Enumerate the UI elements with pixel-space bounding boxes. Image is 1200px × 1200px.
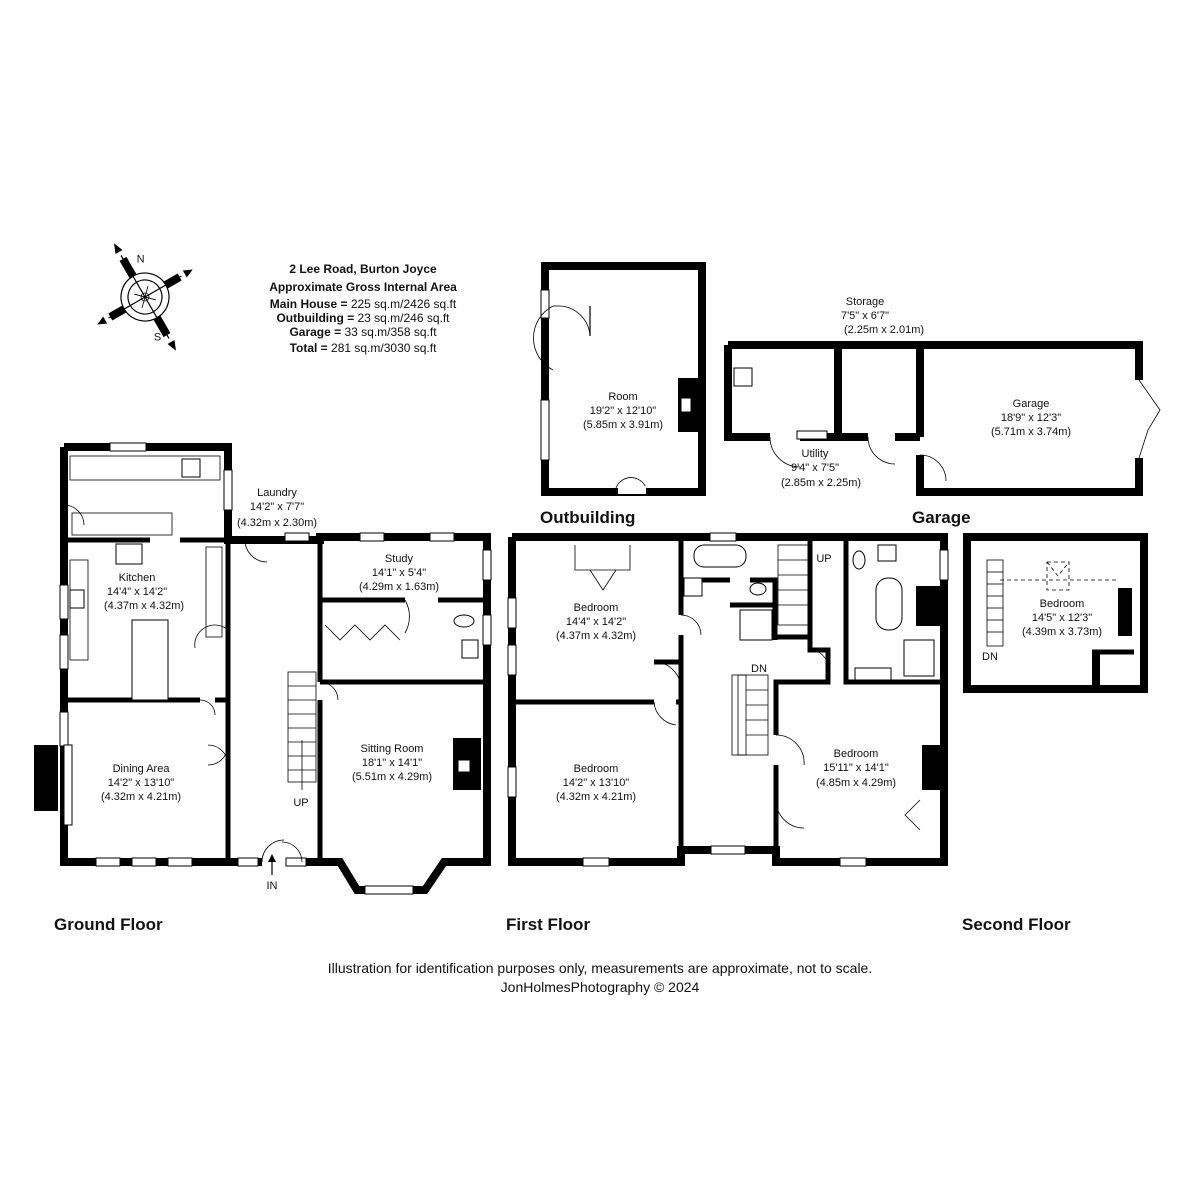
room-utility-size-metric: (2.85m x 2.25m) — [781, 477, 861, 489]
area-garage: Garage = 33 sq.m/358 sq.ft — [289, 325, 437, 339]
room-dining-name: Dining Area — [113, 763, 171, 775]
second-floor-heading: Second Floor — [962, 915, 1071, 934]
stairs-up-label: UP — [293, 797, 308, 809]
room-kitchen-size-metric: (4.37m x 4.32m) — [104, 600, 184, 612]
property-address: 2 Lee Road, Burton Joyce — [289, 262, 437, 276]
room-study-size-imperial: 14'1" x 5'4" — [372, 567, 426, 579]
ground-floor-plan — [34, 442, 492, 895]
room-storage-size-imperial: 7'5" x 6'7" — [841, 310, 889, 322]
room-bed3-name: Bedroom — [834, 748, 879, 760]
room-laundry-size-imperial: 14'2" x 7'7" — [250, 501, 304, 513]
room-storage-name: Storage — [846, 296, 885, 308]
room-bed4-size-metric: (4.39m x 3.73m) — [1022, 626, 1102, 638]
room-laundry-name: Laundry — [257, 487, 297, 499]
room-sitting-name: Sitting Room — [361, 743, 424, 755]
room-study-size-metric: (4.29m x 1.63m) — [359, 581, 439, 593]
area-summary: 2 Lee Road, Burton Joyce Approximate Gro… — [269, 262, 457, 355]
second-floor-plan — [963, 533, 1148, 693]
compass-north-label: N — [137, 254, 145, 266]
room-bed4-name: Bedroom — [1040, 598, 1085, 610]
room-bed4-size-imperial: 14'5" x 12'3" — [1032, 612, 1092, 624]
second-floor-stairs-down-label: DN — [982, 651, 998, 663]
room-bed2-size-imperial: 14'2" x 13'10" — [563, 777, 630, 789]
room-outbuilding-size-imperial: 19'2" x 12'10" — [590, 405, 657, 417]
room-dining-size-imperial: 14'2" x 13'10" — [108, 777, 175, 789]
garage-heading: Garage — [912, 508, 971, 527]
first-floor-stairs-down-label: DN — [751, 663, 767, 675]
area-main-house: Main House = 225 sq.m/2426 sq.ft — [270, 297, 457, 311]
room-bed1-name: Bedroom — [574, 602, 619, 614]
first-floor-plan — [507, 532, 949, 867]
area-subtitle: Approximate Gross Internal Area — [269, 280, 457, 294]
first-floor-stairs-up-label: UP — [816, 553, 831, 565]
outbuilding-plan — [533, 262, 706, 496]
room-utility-size-imperial: 9'4" x 7'5" — [791, 462, 839, 474]
room-sitting-size-imperial: 18'1" x 14'1" — [362, 757, 422, 769]
room-dining-size-metric: (4.32m x 4.21m) — [101, 791, 181, 803]
room-bed3-size-metric: (4.85m x 4.29m) — [816, 777, 896, 789]
disclaimer-text: Illustration for identification purposes… — [328, 960, 872, 976]
garage-plan — [724, 341, 1161, 496]
first-floor-heading: First Floor — [506, 915, 590, 934]
room-bed1-size-metric: (4.37m x 4.32m) — [556, 630, 636, 642]
room-garage-name: Garage — [1013, 398, 1050, 410]
room-utility-name: Utility — [802, 448, 829, 460]
entrance-label: IN — [267, 880, 278, 892]
compass-south-label: S — [154, 331, 161, 343]
room-bed2-size-metric: (4.32m x 4.21m) — [556, 791, 636, 803]
room-study-name: Study — [385, 553, 414, 565]
room-garage-size-metric: (5.71m x 3.74m) — [991, 426, 1071, 438]
credit-text: JonHolmesPhotography © 2024 — [501, 979, 700, 995]
room-garage-size-imperial: 18'9" x 12'3" — [1001, 412, 1061, 424]
room-bed1-size-imperial: 14'4" x 14'2" — [566, 616, 626, 628]
compass-rose-icon: N S — [97, 243, 193, 351]
room-sitting-size-metric: (5.51m x 4.29m) — [352, 771, 432, 783]
room-storage-size-metric: (2.25m x 2.01m) — [844, 324, 924, 336]
area-total: Total = 281 sq.m/3030 sq.ft — [290, 341, 438, 355]
area-outbuilding: Outbuilding = 23 sq.m/246 sq.ft — [276, 311, 450, 325]
ground-floor-heading: Ground Floor — [54, 915, 163, 934]
room-kitchen-size-imperial: 14'4" x 14'2" — [107, 586, 167, 598]
room-bed2-name: Bedroom — [574, 763, 619, 775]
room-outbuilding-name: Room — [608, 391, 637, 403]
room-laundry-size-metric: (4.32m x 2.30m) — [237, 517, 317, 529]
outbuilding-heading: Outbuilding — [540, 508, 635, 527]
room-kitchen-name: Kitchen — [119, 572, 156, 584]
room-outbuilding-size-metric: (5.85m x 3.91m) — [583, 419, 663, 431]
room-bed3-size-imperial: 15'11" x 14'1" — [823, 762, 889, 774]
